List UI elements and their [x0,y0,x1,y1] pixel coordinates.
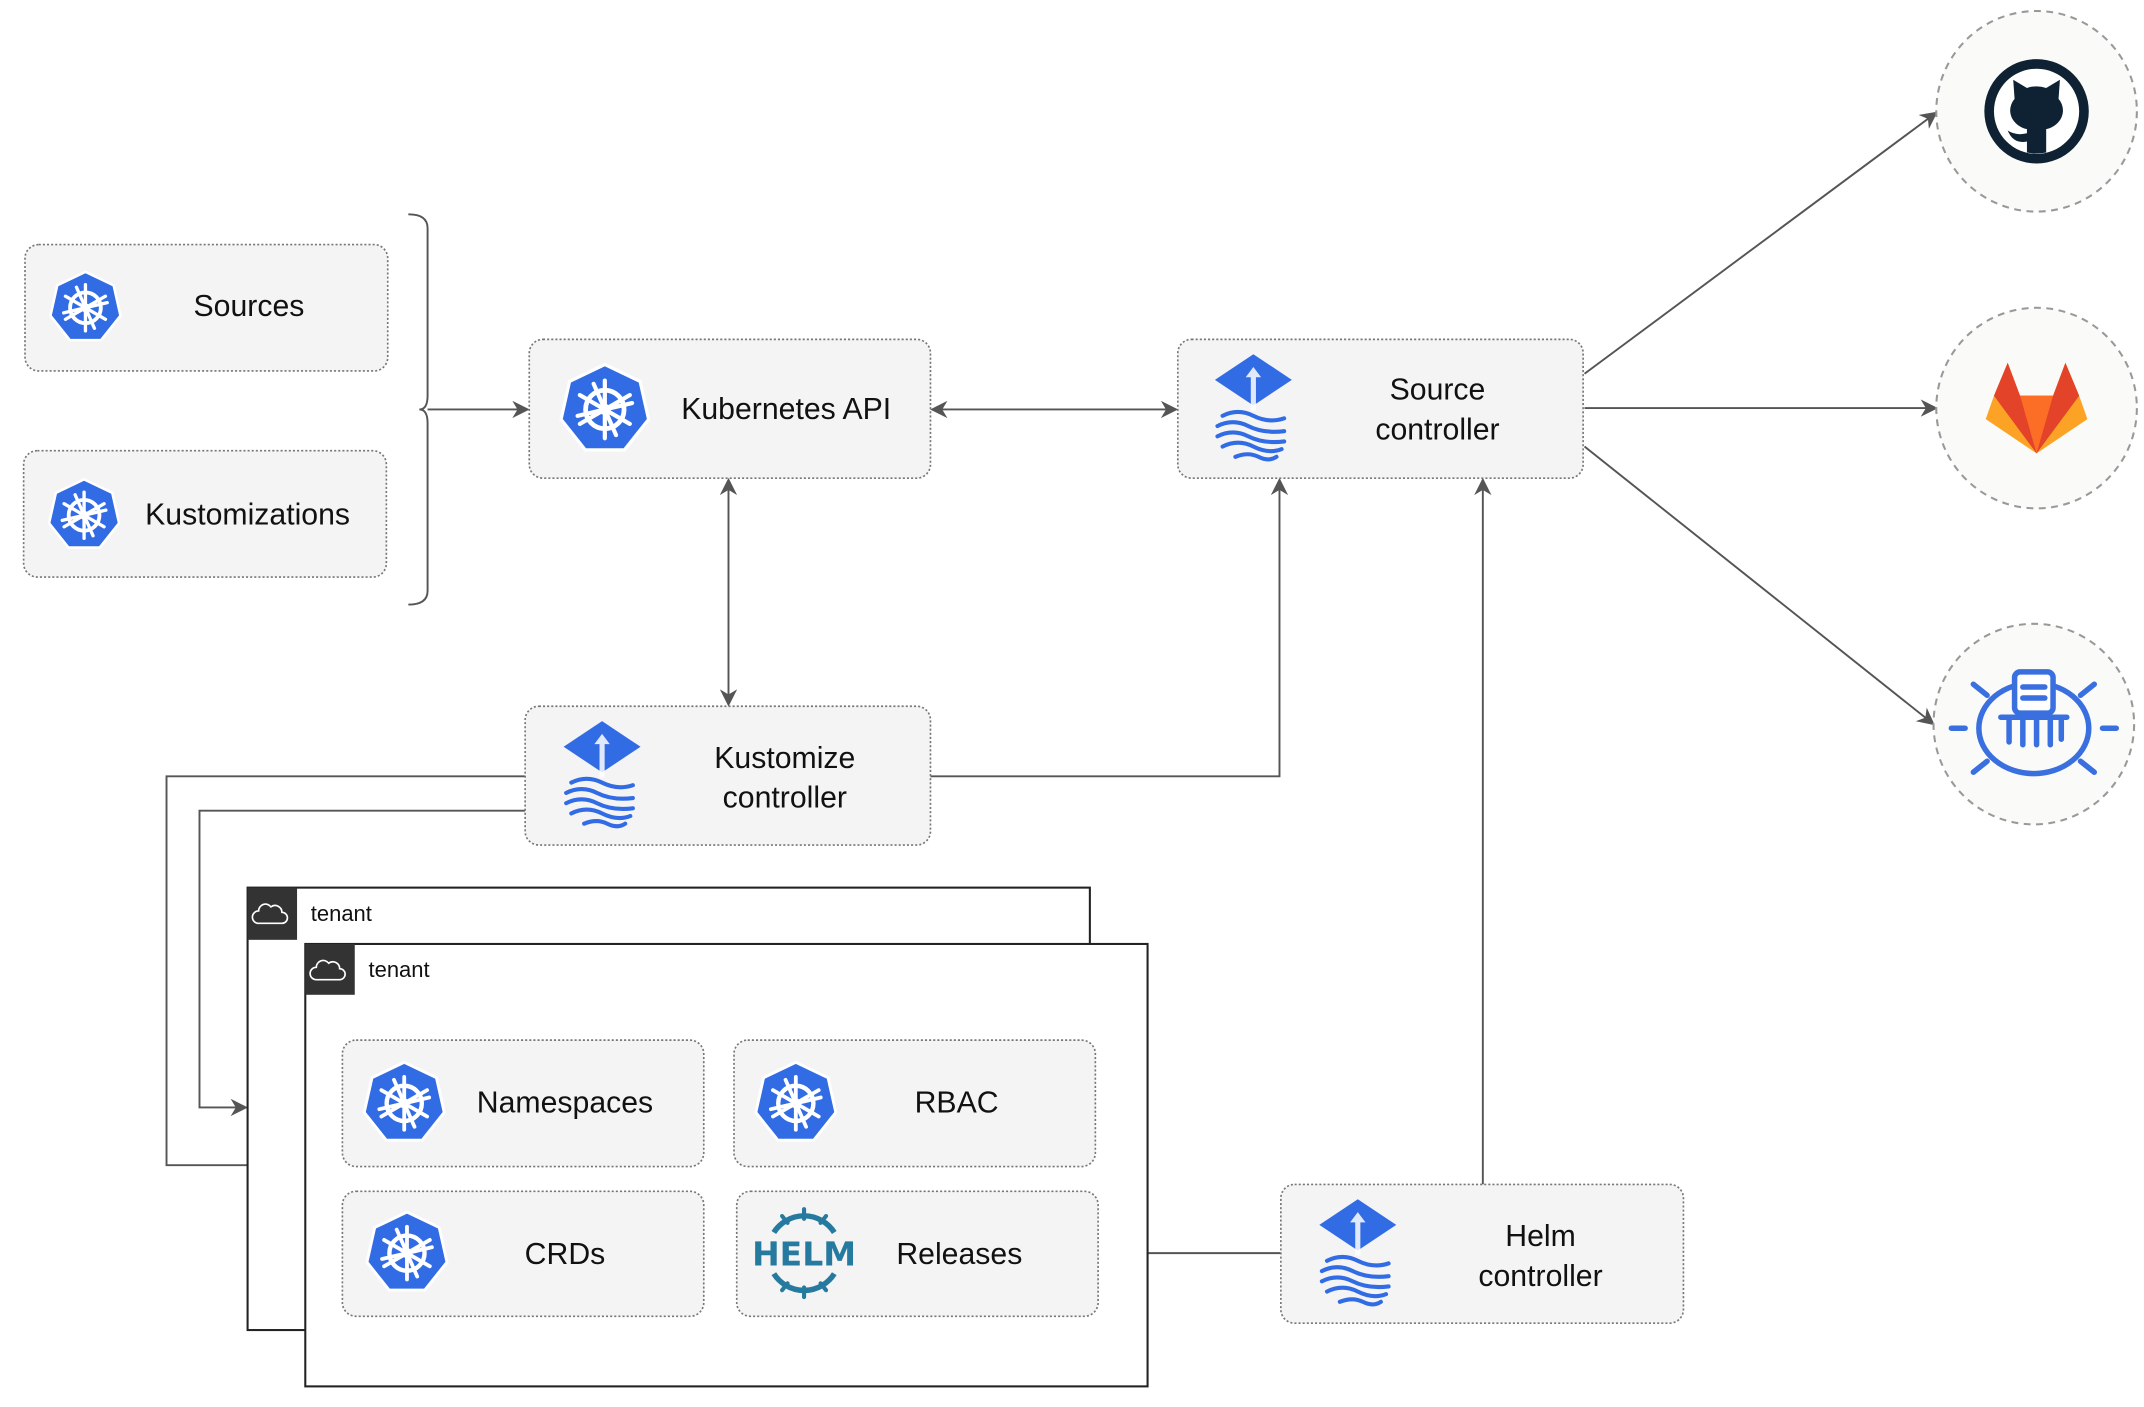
helm-logo-text: HELM [752,1234,856,1273]
github-icon [1984,59,2089,164]
helm-controller-label: Helm [1505,1220,1576,1253]
source-controller-node[interactable]: Source controller [1176,338,1584,479]
brace [408,213,429,606]
bucket-source[interactable] [1932,622,2136,826]
tenant-group-front[interactable]: tenant Namespaces RBAC CRDs HELM [304,942,1149,1388]
sources-node[interactable]: Sources [24,243,389,372]
edge-source-github [1583,111,1938,375]
bucket-icon [1948,669,2120,777]
cloud-icon [309,959,346,981]
edge-kustomize-tenant-front [165,775,526,1174]
gitlab-source[interactable] [1935,306,2138,510]
helm-icon: HELM [752,1207,856,1300]
crds-label: CRDs [525,1238,606,1271]
kustomize-controller-node[interactable]: Kustomize controller [524,705,932,846]
rbac-node[interactable]: RBAC [733,1039,1097,1168]
tenant-label: tenant [369,957,430,982]
namespaces-node[interactable]: Namespaces [341,1039,705,1168]
sources-label: Sources [194,290,305,323]
kustomizations-label: Kustomizations [145,499,350,532]
edge-kustomize-tenant-back [198,809,526,1117]
edge-kustomize-source [930,477,1289,778]
namespaces-label: Namespaces [477,1087,653,1120]
kustomize-controller-label: controller [723,782,847,815]
cloud-icon [251,903,289,925]
releases-label: Releases [896,1238,1022,1271]
source-controller-label: controller [1375,413,1499,446]
edge-source-bucket [1583,445,1935,726]
kubernetes-api-label: Kubernetes API [681,393,891,426]
gitlab-icon [1985,362,2088,454]
kustomize-controller-label: Kustomize [714,742,855,775]
github-source[interactable] [1935,9,2138,213]
tenant-label: tenant [311,901,372,926]
rbac-label: RBAC [915,1087,999,1120]
helm-controller-label: controller [1478,1260,1602,1293]
helm-controller-node[interactable]: Helm controller [1280,1183,1685,1325]
source-controller-label: Source [1390,374,1486,407]
releases-node[interactable]: HELM Releases [735,1190,1099,1318]
crds-node[interactable]: CRDs [341,1190,705,1318]
kubernetes-api-node[interactable]: Kubernetes API [528,338,932,479]
kustomizations-node[interactable]: Kustomizations [22,449,388,578]
